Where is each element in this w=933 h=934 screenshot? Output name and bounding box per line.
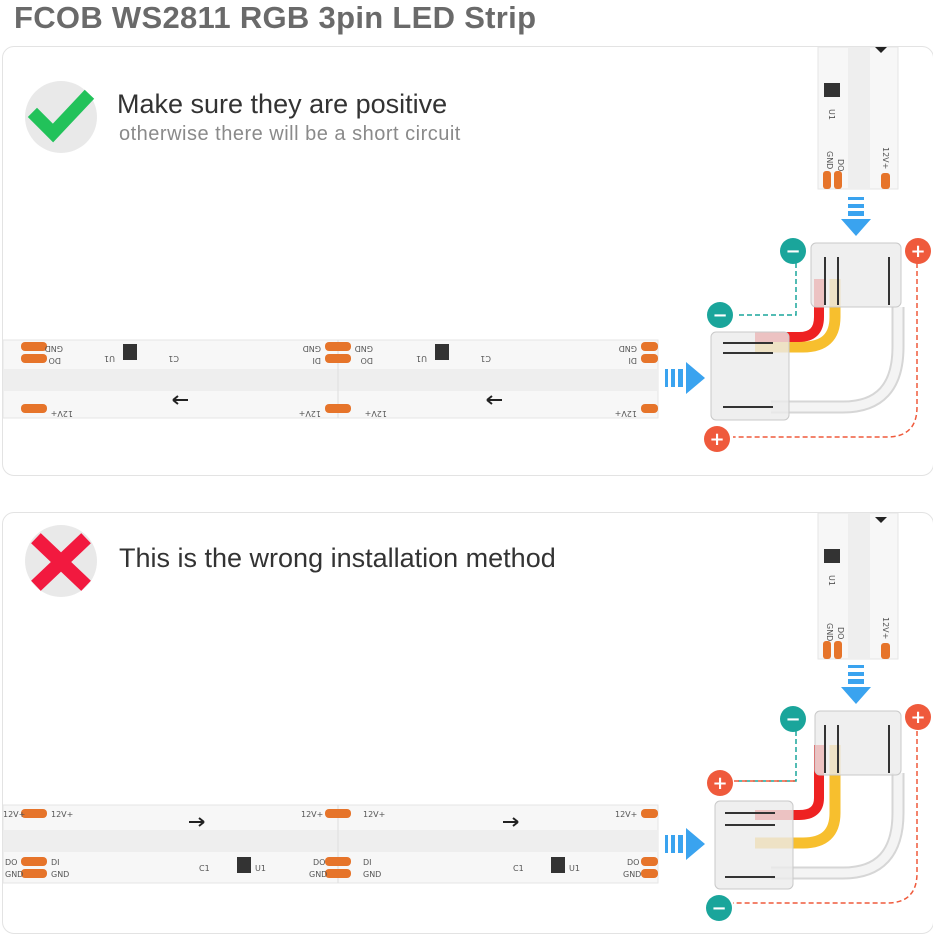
negative-marker: − [780,706,806,732]
strip-label: + [709,429,724,450]
page-title: FCOB WS2811 RGB 3pin LED Strip [14,0,537,35]
strip-label: − [785,709,800,730]
direction-arrow [189,817,205,827]
strip-label: GND [623,870,641,879]
strip-label: DO [49,356,61,365]
strip-label: 12V+ [363,810,385,819]
strip-label: DO [836,159,845,171]
strip-label: 12V+ [881,617,890,639]
negative-marker: − [707,302,733,328]
strip-label: DO [361,356,373,365]
correct-wiring-diagram: GND DO 12V+ U1 C1 GND DI GND DO 12V+ 12V… [3,47,931,452]
strip-label: U1 [104,354,115,363]
strip-label: 12V+ [3,810,25,819]
strip-label: GND [363,870,381,879]
strip-label: 12V+ [365,409,387,418]
correct-heading: Make sure they are positive [117,89,448,119]
horizontal-led-strip [3,804,659,884]
right-arrow-icon [665,828,705,860]
strip-label: U1 [569,864,580,873]
strip-label: 12V+ [881,147,890,169]
12v-pad [21,404,47,413]
cross-badge [25,525,97,597]
strip-label: GND [825,623,834,641]
strip-label: DO [627,858,639,867]
right-arrow-icon [665,362,705,394]
strip-label: + [910,707,925,728]
strip-label: DO [313,858,325,867]
strip-label: + [712,773,727,794]
strip-label: − [785,241,800,262]
correct-installation-panel: Make sure they are positive otherwise th… [2,46,933,476]
negative-marker: − [706,895,732,921]
correct-subheading: otherwise there will be a short circuit [119,123,461,145]
strip-label: DO [5,858,17,867]
strip-label: C1 [480,354,491,363]
cross-icon [31,533,91,591]
direction-arrow [503,817,519,827]
strip-label: 12V+ [615,810,637,819]
wrong-heading: This is the wrong installation method [119,543,556,573]
strip-label: U1 [827,575,836,586]
strip-label: GND [45,344,63,353]
strip-label: GND [309,870,327,879]
strip-label: 12V+ [51,409,73,418]
vertical-led-strip [817,513,899,660]
strip-label: GND [303,344,321,353]
l-shape-connector [714,710,905,890]
down-arrow-icon [841,665,871,704]
positive-marker: + [707,770,733,796]
strip-label: − [711,898,726,919]
strip-label: C1 [513,864,524,873]
wrong-wiring-diagram: 12V+ 12V+ 12V+ 12V+ 12V+ DO GND DI GND C… [3,513,931,921]
strip-label: DO [836,627,845,639]
strip-label: 12V+ [299,409,321,418]
strip-label: GND [355,344,373,353]
strip-label: + [910,241,925,262]
positive-marker: + [704,426,730,452]
negative-marker: − [780,238,806,264]
direction-arrow [486,395,502,405]
strip-label: GND [619,344,637,353]
strip-label: 12V+ [301,810,323,819]
strip-label: DI [628,356,637,365]
strip-label: DI [312,356,321,365]
check-badge [25,81,97,153]
strip-label: GND [5,870,23,879]
strip-label: 12V+ [51,810,73,819]
strip-label: 12V+ [615,409,637,418]
strip-label: U1 [416,354,427,363]
chip-u1 [435,344,449,360]
strip-label: DI [363,858,372,867]
strip-label: − [712,305,727,326]
strip-label: U1 [255,864,266,873]
positive-marker: + [905,238,931,264]
wrong-installation-panel: This is the wrong installation method 12… [2,512,933,934]
strip-label: C1 [168,354,179,363]
check-icon [27,89,95,143]
do-pad [21,354,47,363]
strip-label: GND [825,151,834,169]
strip-label: GND [51,870,69,879]
strip-label: DI [51,858,60,867]
l-shape-connector [710,242,905,421]
chip-u1 [123,344,137,360]
direction-arrow [172,395,188,405]
horizontal-led-strip [3,339,659,419]
vertical-led-strip [817,47,899,190]
positive-marker: + [905,704,931,730]
strip-label: U1 [827,109,836,120]
strip-label: C1 [199,864,210,873]
down-arrow-icon [841,197,871,236]
gnd-pad [21,342,47,351]
